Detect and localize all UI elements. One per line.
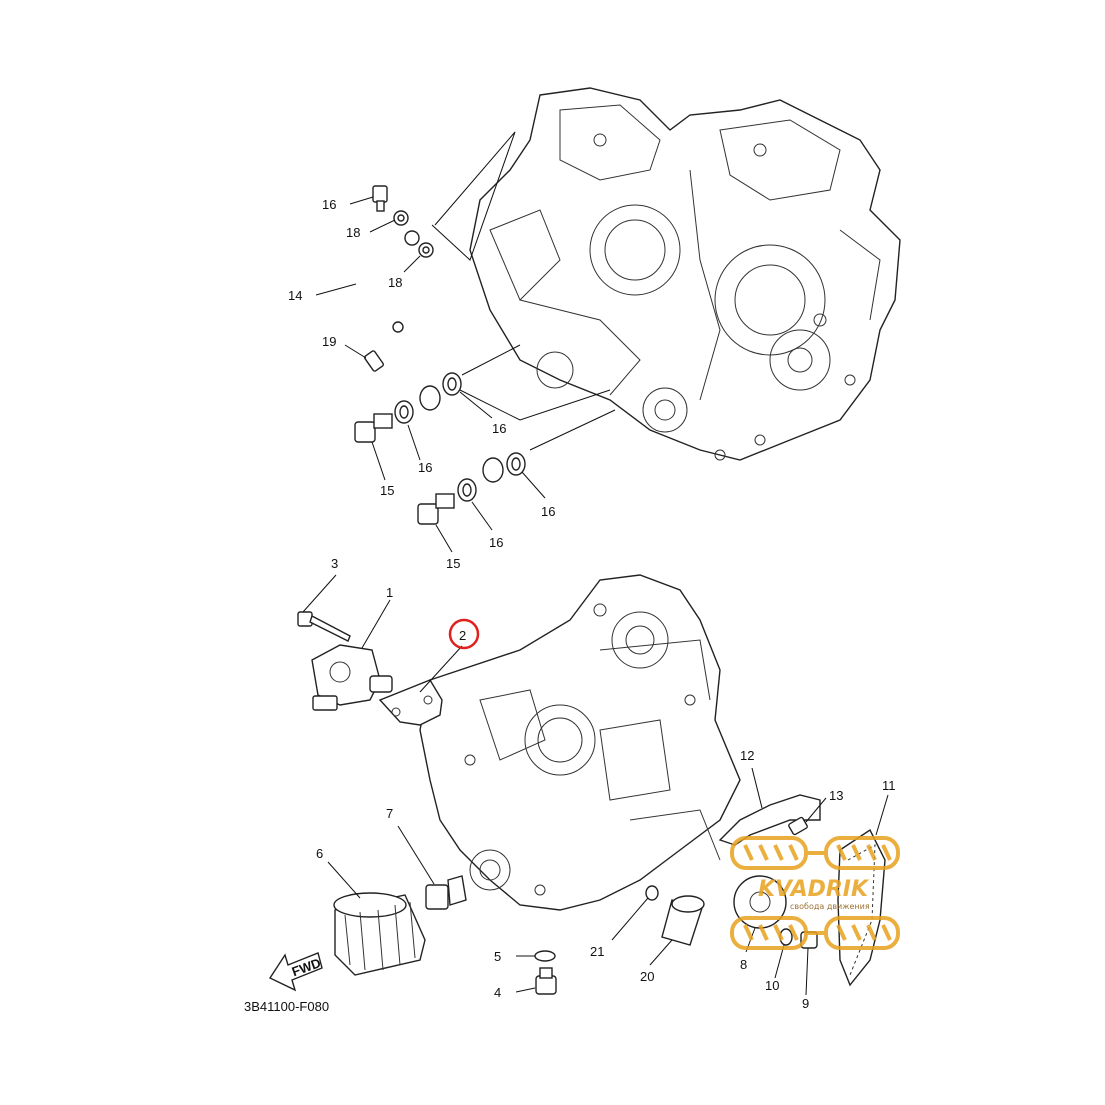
label-21: 21: [590, 944, 604, 959]
upper-engine-case: [469, 87, 901, 461]
label-1: 1: [386, 585, 393, 600]
label-14: 14: [288, 288, 302, 303]
washer-18b: [418, 242, 434, 258]
label-19: 19: [322, 334, 336, 349]
drain-bolt-4: [535, 967, 557, 995]
label-16d: 16: [489, 535, 503, 550]
assembly-guide-lines: [431, 131, 616, 451]
union-bolt-15a: [354, 413, 393, 443]
label-16a: 16: [492, 421, 506, 436]
washer-16d: [457, 478, 477, 502]
label-5: 5: [494, 949, 501, 964]
washer-16a: [442, 372, 462, 396]
label-16b: 16: [418, 460, 432, 475]
washer-16b: [394, 400, 414, 424]
label-6: 6: [316, 846, 323, 861]
bolt-13: [788, 816, 808, 836]
fwd-arrow: FWD: [268, 952, 323, 992]
label-3: 3: [331, 556, 338, 571]
label-13: 13: [829, 788, 843, 803]
bolt-19: [364, 350, 384, 372]
label-17: 16: [322, 197, 336, 212]
gasket-2: [378, 679, 443, 726]
label-7: 7: [386, 806, 393, 821]
kvadrik-watermark: KVADRIK свобода движения: [730, 836, 900, 950]
label-15a: 15: [380, 483, 394, 498]
banjo-bolt-17: [372, 185, 388, 212]
label-2: 2: [459, 628, 466, 643]
svg-text:FWD: FWD: [290, 955, 323, 979]
oil-filter-6: [333, 892, 426, 976]
tire-tread-icon: [730, 836, 900, 950]
label-18b: 18: [388, 275, 402, 290]
label-15b: 15: [446, 556, 460, 571]
part-labels: 16 18 18 14 19 16 16 15 16 16 15 3 1 2 7…: [288, 197, 896, 1011]
oil-pump-1: [311, 644, 393, 711]
label-4: 4: [494, 985, 501, 1000]
union-bolt-15b: [417, 493, 455, 525]
label-8: 8: [740, 957, 747, 972]
label-10: 10: [765, 978, 779, 993]
o-ring-21: [645, 885, 659, 901]
leader-lines: [302, 196, 889, 996]
label-20: 20: [640, 969, 654, 984]
washer-16c: [506, 452, 526, 476]
diagram-code: 3B41100-F080: [244, 999, 329, 1014]
label-16c: 16: [541, 504, 555, 519]
lower-crankcase: [419, 574, 741, 911]
watermark-brand: KVADRIK: [758, 877, 870, 902]
watermark-tagline: свобода движения: [790, 902, 870, 911]
oil-delivery-pipe: [353, 230, 504, 483]
washer-18a: [393, 210, 409, 226]
label-18a: 18: [346, 225, 360, 240]
label-11: 11: [882, 778, 896, 793]
highlight-ring-2: [448, 618, 480, 650]
oil-pump-sprocket-8: [733, 875, 787, 929]
oil-strainer-20: [661, 895, 705, 946]
union-bolt-7: [425, 875, 467, 910]
bolt-3: [297, 611, 351, 642]
label-9: 9: [802, 996, 809, 1011]
label-12: 12: [740, 748, 754, 763]
washer-5: [534, 950, 556, 962]
